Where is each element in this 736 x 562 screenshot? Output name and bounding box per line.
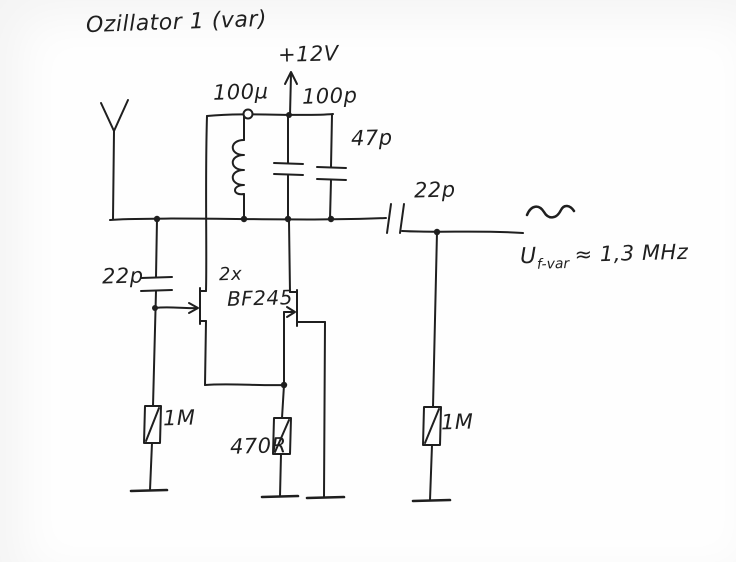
output-frequency-label: Uf-var ≈ 1,3 MHz	[519, 239, 689, 273]
ground-icon	[260, 494, 300, 499]
cap-feedback-label: 47p	[350, 125, 393, 151]
capacitor-coupling-symbol	[386, 203, 405, 234]
ground-icon	[305, 495, 346, 500]
output-subscript: f-var	[536, 255, 570, 273]
res-output-label: 1M	[440, 409, 474, 435]
drain-feed-wire	[205, 115, 208, 292]
output-value: ≈ 1,3 MHz	[574, 239, 689, 267]
sine-wave-icon	[525, 204, 576, 219]
supply-arrow-icon	[284, 71, 298, 118]
resistor-output-symbol	[411, 231, 452, 503]
ground-icon	[411, 498, 452, 503]
supply-label: +12V	[277, 41, 339, 67]
output-wire	[401, 228, 524, 236]
capacitor-47p-symbol	[316, 114, 347, 220]
cap-coupling-label: 22p	[413, 177, 456, 203]
terminal-circle	[242, 108, 254, 120]
main-bus-wire	[109, 215, 387, 223]
jfet-right-symbol	[283, 220, 346, 500]
capacitor-gate-symbol	[140, 218, 173, 407]
source-link-wire	[204, 381, 288, 389]
inductor-symbol	[231, 115, 245, 220]
transistor-type-label: BF245	[226, 285, 294, 311]
top-rail-wire	[206, 108, 334, 120]
output-symbol: U	[519, 243, 537, 270]
res-source-label: 470R	[229, 433, 287, 459]
transistor-qty-label: 2x	[218, 263, 243, 286]
capacitor-100p-symbol	[273, 116, 304, 220]
resistor-gate-left-symbol	[129, 405, 169, 493]
antenna-icon	[100, 99, 129, 220]
cap-tank-label: 100p	[301, 83, 358, 109]
ground-icon	[129, 488, 169, 493]
cap-gate-label: 22p	[101, 263, 144, 289]
cap-bypass-label: 100μ	[212, 79, 269, 105]
resistor-source-symbol	[260, 384, 300, 499]
jfet-left-symbol	[154, 287, 207, 386]
res-gate-left-label: 1M	[162, 405, 196, 431]
